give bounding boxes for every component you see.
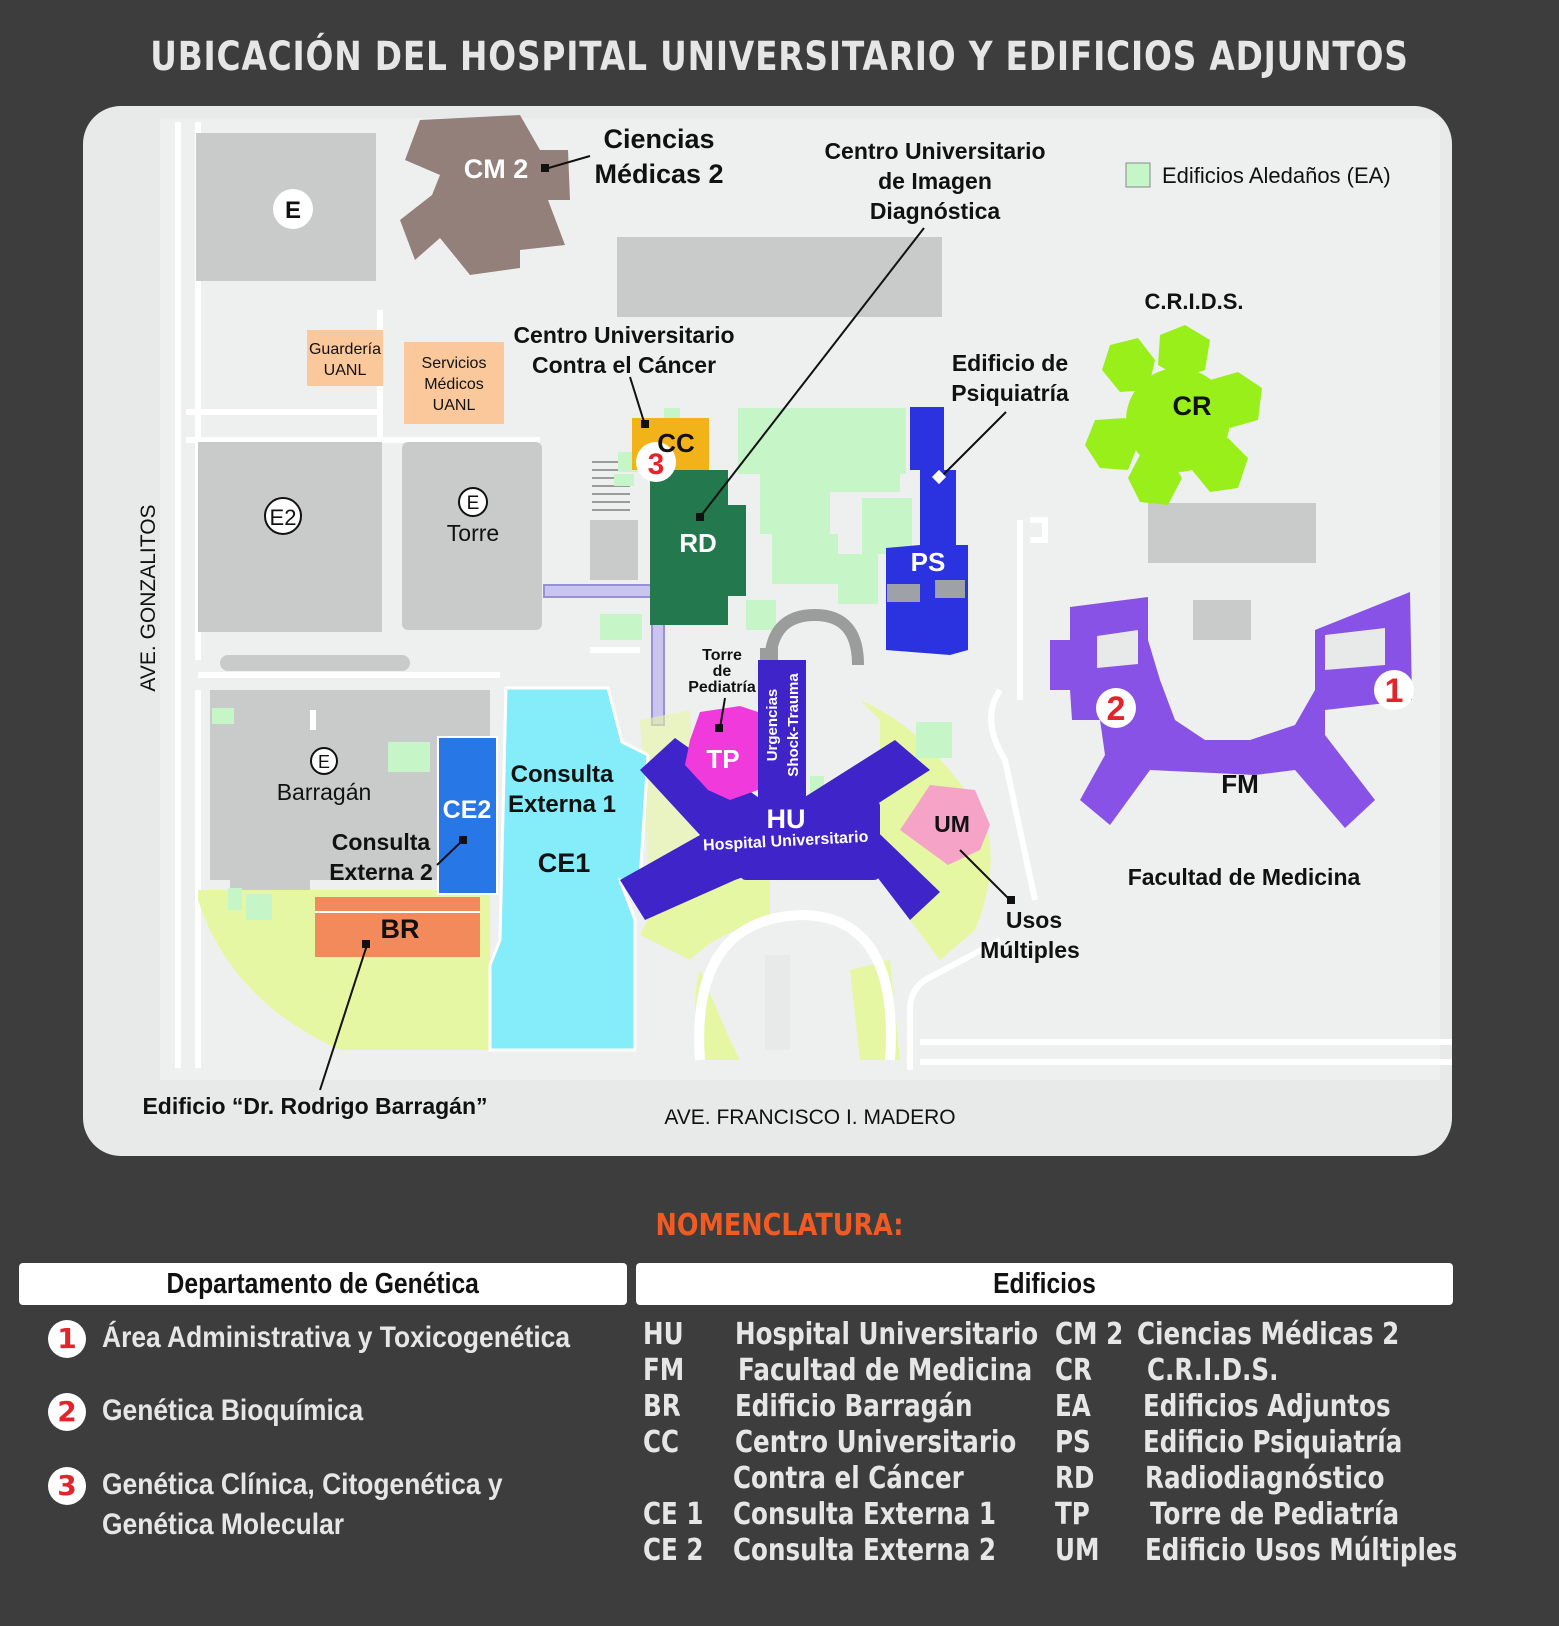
cm2-label: CM 2 — [464, 154, 529, 184]
building-ce2[interactable] — [437, 736, 498, 895]
building-rd[interactable] — [650, 470, 746, 625]
parking-e2-letter: E2 — [270, 505, 297, 530]
edificios-header: Edificios — [636, 1263, 1453, 1305]
legend-swatch — [1125, 162, 1151, 188]
marker-2-label: 2 — [1107, 690, 1126, 728]
consulta1-line1: Consulta — [511, 761, 614, 788]
genetica-markers[interactable] — [636, 442, 1414, 728]
parking-e2 — [198, 442, 382, 632]
parking-e-letter: E — [285, 197, 301, 224]
servicios-line2: Médicos — [424, 376, 484, 393]
parking-barragan-icon — [310, 747, 338, 775]
urgencias-label: Urgencias — [764, 689, 781, 762]
servicios-line1: Servicios — [422, 355, 487, 372]
fm-label: FM — [1221, 769, 1259, 799]
genetica-badge-3: 3 — [48, 1467, 86, 1505]
callout-cm2-1: Ciencias — [603, 124, 714, 154]
marker-2 — [1096, 688, 1136, 728]
building-ce1[interactable] — [488, 686, 650, 1052]
legend-label: Edificios Aledaños (EA) — [1162, 163, 1391, 188]
marker-3 — [636, 442, 676, 482]
cc-label: CC — [657, 428, 695, 458]
callout-usos-2: Múltiples — [980, 937, 1080, 963]
campus-map: 1 2 3 CM 2 CR CC RD PS TP HU Hospital Un… — [83, 106, 1452, 1156]
road-lines — [175, 122, 1452, 1070]
rd-label: RD — [679, 528, 717, 558]
callout-torre-3: Pediatría — [688, 679, 756, 696]
cr-label: CR — [1173, 391, 1212, 421]
callout-lines — [319, 155, 1011, 1091]
callout-torre-2: de — [713, 663, 732, 680]
building-crids[interactable] — [1085, 325, 1262, 505]
callout-imagen-2: de Imagen — [878, 168, 992, 194]
parking-barragan-letter: E — [318, 752, 330, 772]
parking-e2-icon — [264, 497, 302, 535]
hu-label: HU — [767, 804, 806, 834]
genetica-badge-1: 1 — [48, 1320, 86, 1358]
callout-imagen-3: Diagnóstica — [870, 198, 1001, 224]
shock-label: Shock-Trauma — [785, 673, 802, 777]
parking-torre-letter: E — [467, 493, 480, 514]
street-south: AVE. FRANCISCO I. MADERO — [664, 1106, 955, 1129]
callout-imagen-1: Centro Universitario — [824, 138, 1045, 164]
callout-crids: C.R.I.D.S. — [1144, 289, 1243, 314]
callout-cancer-2: Contra el Cáncer — [532, 352, 716, 378]
building-servicios[interactable] — [404, 342, 504, 424]
genetica-header: Departamento de Genética — [19, 1263, 627, 1305]
callout-cm2-2: Médicas 2 — [594, 159, 723, 189]
parking-e-icon — [273, 189, 313, 229]
callout-usos-1: Usos — [1006, 907, 1062, 933]
tp-label: TP — [706, 744, 739, 774]
parking-markers — [264, 189, 488, 775]
ce1-label: CE1 — [538, 848, 591, 878]
callout-cancer-1: Centro Universitario — [513, 322, 734, 348]
servicios-line3: UANL — [433, 397, 476, 414]
parking-torre — [402, 442, 542, 630]
building-fm[interactable] — [1050, 592, 1412, 828]
callout-psiq-1: Edificio de — [952, 350, 1068, 376]
callout-torre-1: Torre — [702, 647, 742, 664]
street-west: AVE. GONZALITOS — [137, 504, 160, 691]
building-um[interactable] — [900, 785, 990, 865]
marker-3-label: 3 — [648, 448, 665, 481]
parking-barragan-label: Barragán — [277, 779, 372, 805]
parking-torre-icon — [458, 487, 488, 517]
callout-barragan: Edificio “Dr. Rodrigo Barragán” — [142, 1093, 487, 1119]
ps-label: PS — [911, 547, 946, 577]
marker-1 — [1374, 670, 1414, 710]
guarderia-line2: UANL — [324, 362, 367, 379]
consulta1-line2: Externa 1 — [508, 791, 616, 818]
br-label: BR — [381, 914, 420, 944]
parking-torre-label: Torre — [447, 520, 499, 546]
building-cm2[interactable] — [400, 115, 570, 275]
building-guarderia[interactable] — [307, 330, 383, 386]
callout-ce2-2: Externa 2 — [329, 859, 433, 885]
callout-dots — [362, 164, 1015, 948]
nomenclatura-title: NOMENCLATURA: — [655, 1208, 904, 1243]
building-hu[interactable] — [620, 660, 940, 920]
guarderia-line1: Guardería — [309, 341, 381, 358]
page-title: UBICACIÓN DEL HOSPITAL UNIVERSITARIO Y E… — [150, 34, 1409, 80]
callout-fm: Facultad de Medicina — [1128, 864, 1361, 890]
ce2-label: CE2 — [443, 796, 492, 824]
marker-1-label: 1 — [1385, 672, 1404, 710]
building-tp[interactable] — [685, 706, 758, 800]
um-label: UM — [934, 811, 970, 837]
building-br[interactable] — [315, 897, 480, 957]
genetica-badge-2: 2 — [48, 1393, 86, 1431]
callout-ce2-1: Consulta — [332, 829, 431, 855]
callout-psiq-2: Psiquiatría — [951, 380, 1069, 406]
